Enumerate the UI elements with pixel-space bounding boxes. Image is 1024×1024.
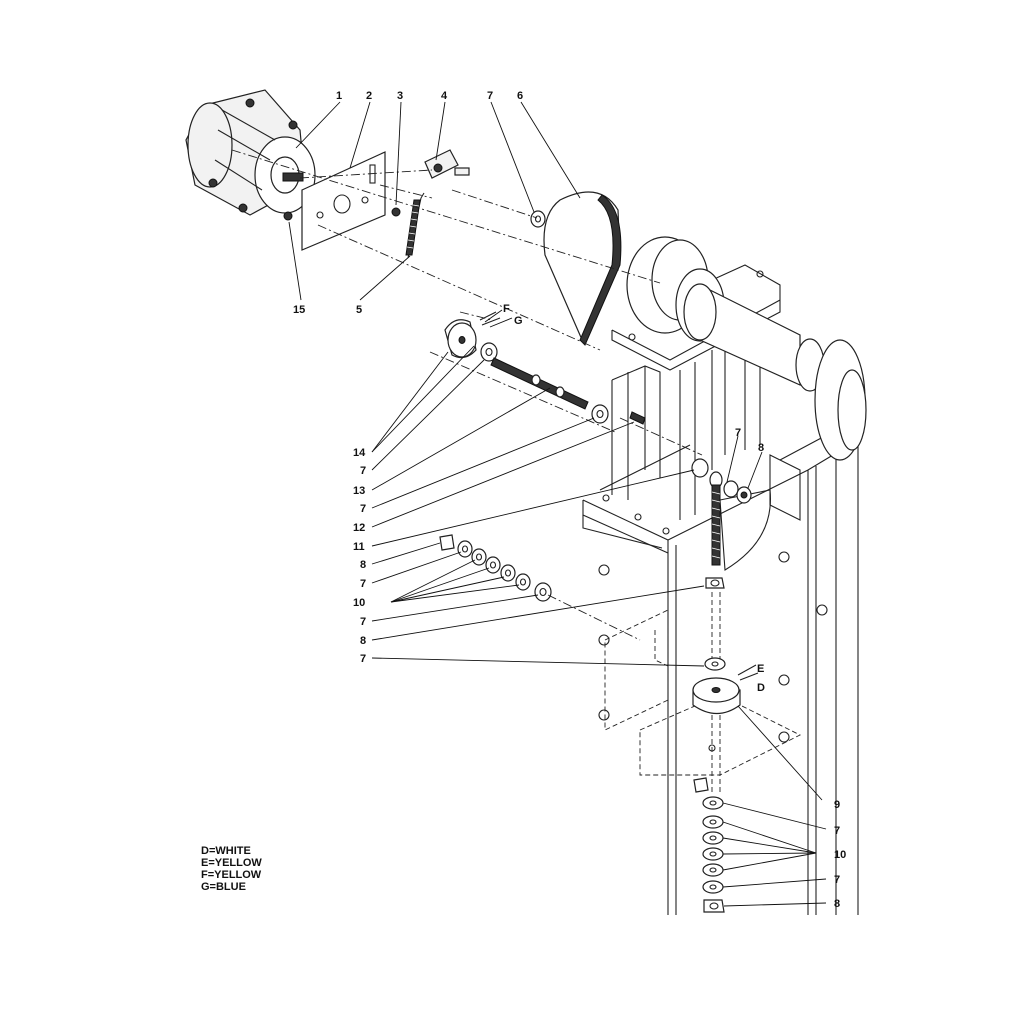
tension-rod <box>691 458 752 566</box>
callout-7: 7 <box>360 653 366 665</box>
washer-rod <box>591 404 609 424</box>
callout-11: 11 <box>353 541 365 553</box>
callout-F: F <box>503 303 510 315</box>
callout-7: 7 <box>487 90 493 102</box>
idler-pulley <box>444 311 501 359</box>
motor <box>185 89 316 216</box>
callout-3: 3 <box>397 90 403 102</box>
callout-7: 7 <box>360 465 366 477</box>
callout-7: 7 <box>360 578 366 590</box>
callout-9: 9 <box>834 799 840 811</box>
washer-lower-pulley <box>704 657 726 671</box>
callout-8: 8 <box>834 898 840 910</box>
callout-1: 1 <box>336 90 342 102</box>
nut-upper <box>705 577 725 589</box>
bolt <box>629 411 646 425</box>
callout-12: 12 <box>353 522 365 534</box>
legend-item: G=BLUE <box>201 881 246 893</box>
threaded-rod <box>490 357 589 410</box>
callout-2: 2 <box>366 90 372 102</box>
callout-D: D <box>757 682 765 694</box>
callout-7: 7 <box>360 616 366 628</box>
callout-14: 14 <box>353 447 366 459</box>
callout-6: 6 <box>517 90 523 102</box>
motor-screw <box>283 211 293 221</box>
assembly-centerlines <box>231 149 703 641</box>
callout-E: E <box>757 663 764 675</box>
callout-G: G <box>514 315 523 327</box>
roller-shaft <box>683 283 825 392</box>
callout-5: 5 <box>356 304 362 316</box>
left-washer-stack <box>439 534 552 602</box>
legend-item: D=WHITE <box>201 845 251 857</box>
color-legend: D=WHITE E=YELLOW F=YELLOW G=BLUE <box>201 845 262 893</box>
tension-spring <box>405 192 425 259</box>
washer-idler <box>480 342 498 362</box>
callout-8: 8 <box>360 635 366 647</box>
screw <box>391 207 401 217</box>
callout-10: 10 <box>834 849 846 861</box>
lower-pulley <box>692 664 759 715</box>
callout-7: 7 <box>735 427 741 439</box>
legend-item: E=YELLOW <box>201 857 262 869</box>
callout-7: 7 <box>834 874 840 886</box>
callout-7: 7 <box>834 825 840 837</box>
bottom-washer-stack <box>702 796 725 913</box>
callout-labels: 1 2 3 4 7 6 15 5 F G 14 7 13 7 12 11 8 7… <box>293 90 846 910</box>
callout-7: 7 <box>360 503 366 515</box>
callout-8: 8 <box>360 559 366 571</box>
callout-8: 8 <box>758 442 764 454</box>
legend-item: F=YELLOW <box>201 869 262 881</box>
callout-10: 10 <box>353 597 365 609</box>
callout-13: 13 <box>353 485 365 497</box>
callout-15: 15 <box>293 304 305 316</box>
drive-belt <box>543 191 622 346</box>
washer-top <box>530 210 546 228</box>
callout-4: 4 <box>441 90 448 102</box>
nut-bottom-frame <box>693 777 709 793</box>
tension-sensor <box>424 149 470 179</box>
end-pulley <box>814 339 867 461</box>
leader-lines <box>288 101 827 907</box>
